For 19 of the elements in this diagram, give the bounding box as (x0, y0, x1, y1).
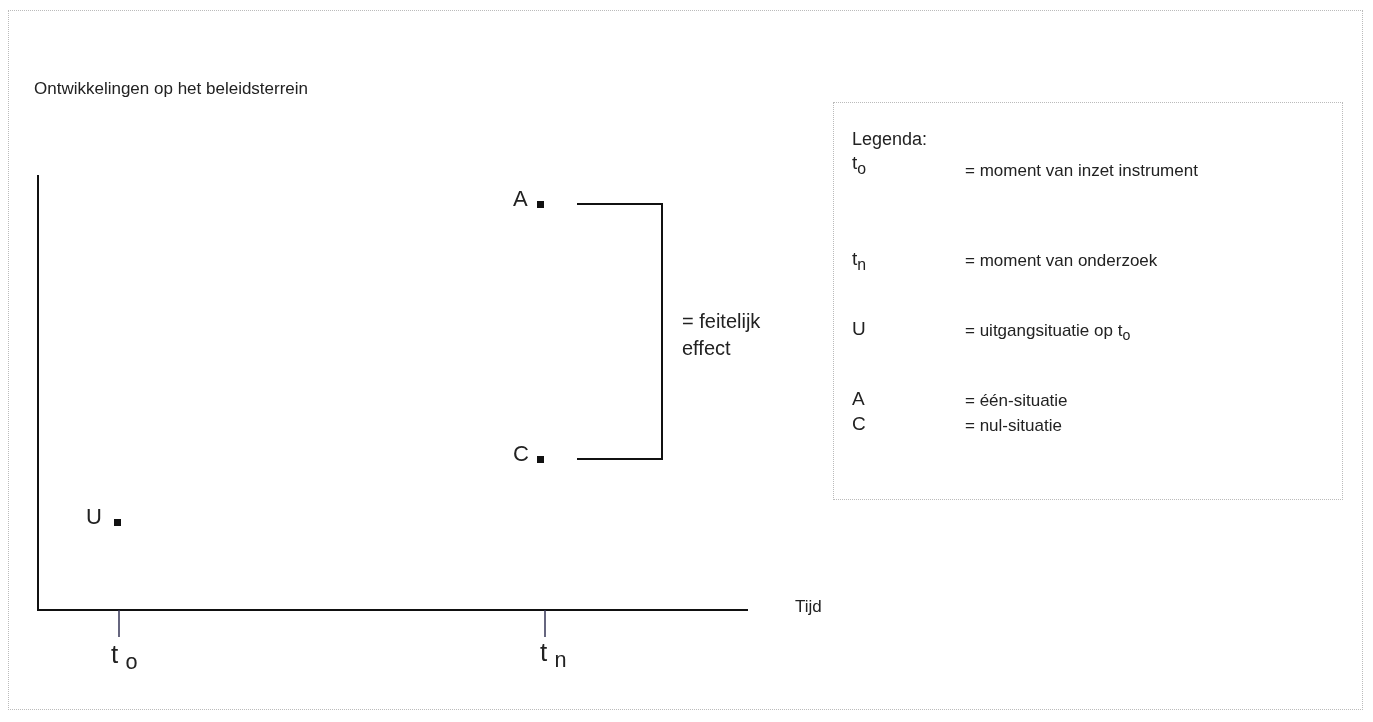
legend-title: Legenda: (852, 128, 928, 150)
annotation-text: = feitelijk effect (682, 309, 762, 361)
axis-title: Ontwikkelingen op het beleidsterrein (34, 78, 310, 100)
point-label: A (513, 188, 528, 210)
axis-label: Tijd (795, 596, 822, 618)
legend-symbol: U (852, 318, 866, 340)
legend-symbol: A (852, 388, 865, 410)
tick-label: t $_{o}$ (111, 643, 138, 674)
legend-text: = nul-situatie (965, 415, 1063, 437)
tick-label: t $_{n}$ (540, 641, 567, 672)
legend-symbol: t$_{o}$ (852, 152, 867, 179)
legend-symbol: C (852, 413, 866, 435)
legend-symbol: t$_{n}$ (852, 248, 867, 275)
legend-text: = moment van inzet instrument (965, 160, 1199, 182)
point-label: C (513, 443, 529, 465)
point-label: U (86, 506, 102, 528)
legend-text: = moment van onderzoek (965, 250, 1159, 272)
legend-text: = één-situatie (965, 390, 1069, 412)
legend-text: = uitgangsituatie op t$_{o}$ (965, 320, 1132, 346)
